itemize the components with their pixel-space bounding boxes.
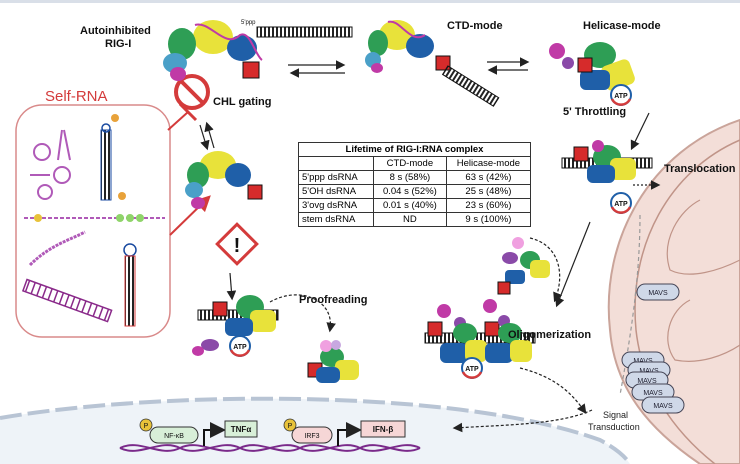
dsrna-stripe [21,278,113,323]
rigi-label: RIG-I [105,38,131,50]
lifetime-table: Lifetime of RIG-I:RNA complex CTD-mode H… [298,142,532,227]
ifnb-label: IFN-β [373,425,394,434]
table-title-row: Lifetime of RIG-I:RNA complex [298,142,531,157]
ppp-dsrna: 5'ppp [241,20,353,38]
table-cell: 63 s (42%) [445,170,532,185]
atp-badge-4: ATP [461,357,483,379]
nfkb-p-label: P [144,423,149,430]
mavs-path [619,214,641,396]
table-cell: 25 s (48%) [445,184,532,199]
top-border [0,0,740,3]
atp-text-2: ATP [614,201,628,208]
table-cell: 5'OH dsRNA [298,184,374,199]
irf3-p-label: P [288,423,293,430]
mid-rigi-protein [185,151,263,209]
chl-gating-label: CHL gating [213,96,271,108]
tnfa-promoter-arrow [203,422,226,446]
helicase-mode-label: Helicase-mode [583,20,661,32]
inhibition-line [167,111,189,131]
mavs-item: MAVS [636,283,680,301]
table-header-helicase: Helicase-mode [445,156,532,171]
proofreading-arrow [269,294,336,333]
irf3-factor: IRF3 P [283,418,333,444]
floating-protein [497,237,550,295]
svg-text:!: ! [234,235,241,257]
table-cell: 5'ppp dsRNA [298,170,374,185]
atp-text-3: ATP [233,344,247,351]
oligomer-arrow [555,221,591,308]
table-header-ctd: CTD-mode [372,156,447,171]
nfkb-factor: NF-κB P [139,418,199,444]
svg-text:MAVS: MAVS [643,390,663,397]
transduction-label: Transduction [588,422,640,432]
table-header-blank [298,156,374,171]
table-cell: 8 s (58%) [372,170,447,185]
table-title: Lifetime of RIG-I:RNA complex [298,142,531,157]
oligomerization-label: Oligomerization [508,329,591,341]
table-row: 5'OH dsRNA 0.04 s (52%) 25 s (48%) [298,184,532,199]
table-row: stem dsRNA ND 9 s (100%) [298,212,532,227]
signal-label: Signal [603,410,628,420]
transduction-arrow [452,409,593,433]
hairpin-rna [100,114,126,201]
released-protein [307,340,359,383]
ifnb-promoter-arrow [337,422,362,446]
atp-badge-1: ATP [610,84,632,106]
tnfa-gene: TNFα [224,420,258,438]
tnfa-label: TNFα [231,425,252,434]
equilibrium-arrows-1 [288,60,346,78]
oligomer-complex [424,299,536,363]
throttling-label: 5' Throttling [563,106,626,118]
dna-helix [119,444,421,452]
mavs-cluster: MAVS MAVS MAVS MAVS MAVS MAVS [621,283,685,414]
warning-icon: ! [215,222,259,266]
throttling-arrow [630,112,650,151]
atp-badge-3: ATP [229,335,251,357]
trna-structure [30,129,71,200]
self-rna-label: Self-RNA [45,88,108,105]
svg-text:MAVS: MAVS [637,378,657,385]
equilibrium-arrows-2 [487,57,530,75]
self-rna-panel: Self-RNA [15,88,171,338]
no-entry-icon [174,74,210,110]
autoinhibited-rigi-protein [163,20,263,81]
table-cell: 0.01 s (40%) [372,198,447,213]
atp-text-4: ATP [465,366,479,373]
ctd-mode-protein [365,20,500,107]
signal-arrow [519,367,587,414]
translocation-protein [561,140,653,183]
svg-text:MAVS: MAVS [648,290,668,297]
table-cell: 23 s (60%) [445,198,532,213]
ssrna [28,230,86,267]
table-cell: stem dsRNA [298,212,374,227]
autoinhibited-label: Autoinhibited [80,25,151,37]
table-row: 5'ppp dsRNA 8 s (58%) 63 s (42%) [298,170,532,185]
table-cell: 3'ovg dsRNA [298,198,374,213]
ifnb-gene: IFN-β [360,420,406,438]
irf3-label: IRF3 [304,433,319,440]
table-cell: ND [372,212,447,227]
table-cell: 9 s (100%) [445,212,532,227]
ppp-label: 5'ppp [241,20,256,26]
atp-badge-2: ATP [610,192,632,214]
mavs-item: MAVS [641,396,685,414]
table-header-row: CTD-mode Helicase-mode [298,156,532,171]
proofreading-label: Proofreading [299,294,367,306]
ctd-mode-label: CTD-mode [447,20,503,32]
polya-rna [24,214,165,222]
table-cell: 0.04 s (52%) [372,184,447,199]
translocation-label: Translocation [664,163,736,175]
proofreading-complex [192,295,279,356]
equilibrium-arrows-vertical [199,121,215,151]
warning-arrow [226,272,237,301]
table-row: 3'ovg dsRNA 0.01 s (40%) 23 s (60%) [298,198,532,213]
nfkb-label: NF-κB [164,433,184,440]
svg-text:MAVS: MAVS [653,403,673,410]
atp-text-1: ATP [614,93,628,100]
stem-loop-rna [123,243,137,327]
helicase-mode-protein [549,42,635,91]
